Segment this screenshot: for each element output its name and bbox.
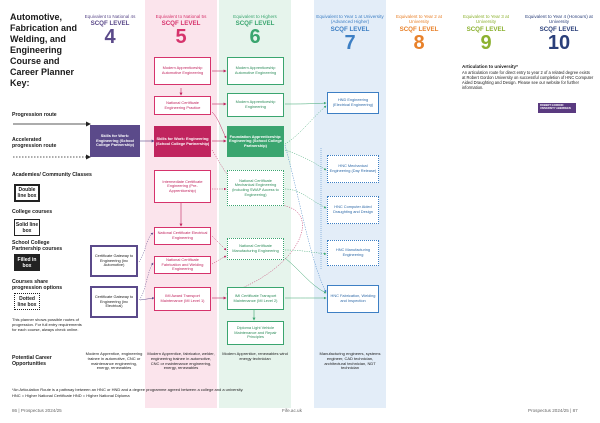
node-modern-apprenticeship-automotive-5: Modern Apprenticeship Automotive Enginee… <box>154 57 211 85</box>
footnote-abbreviations: HNC = Higher National Certificate HND = … <box>12 393 130 398</box>
node-certificate-gateway-automotive: Certificate Gateway to Engineering (inc … <box>90 245 138 277</box>
key-dotted-box: Dotted line box <box>14 293 40 310</box>
key-college-label: College courses <box>12 209 53 215</box>
node-nc-manufacturing-engineering: National Certificate Manufacturing Engin… <box>227 238 284 260</box>
column-header-8: Equivalent to Year 2 at University SCQF … <box>396 14 442 54</box>
column-header-10: Equivalent to Year 4 (Honours) at Univer… <box>525 14 593 54</box>
node-modern-apprenticeship-automotive-6: Modern Apprenticeship Automotive Enginee… <box>227 57 284 85</box>
column-header-4: Equivalent to National 4s SCQF LEVEL 4 <box>84 14 136 49</box>
node-hnc-mechanical-engineering: HNC Mechanical Engineering (Day Release) <box>327 155 379 183</box>
key-scp-label: School College Partnership courses <box>12 240 63 253</box>
career-level-6: Modern Apprentice, renewables wind energ… <box>222 351 288 361</box>
node-hnc-manufacturing-engineering: HNC Manufacturing Engineering <box>327 240 379 266</box>
page-footer-left: 86 | Prospectus 2024/25 <box>12 408 62 413</box>
career-level-4: Modern Apprentice, engineering trainee i… <box>85 351 143 371</box>
articulation-heading: Articulation to university* <box>462 64 518 69</box>
node-hnc-fabrication-welding-inspection: HNC Fabrication, Welding and Inspection <box>327 285 379 313</box>
node-nc-electrical-engineering: National Certificate Electrical Engineer… <box>154 227 211 245</box>
key-academies-label: Academies/ Community Classes <box>12 172 92 178</box>
key-accelerated-arrow <box>13 154 91 160</box>
planner-title: Automotive, Fabrication and Welding, and… <box>10 12 78 88</box>
key-progression-label: Progression route <box>12 112 57 118</box>
node-nc-engineering-practice: National Certificate Engineering Practic… <box>154 96 211 115</box>
planner-note: This planner shows possible routes of pr… <box>12 317 82 332</box>
articulation-panel: Articulation to university* An articulat… <box>462 64 594 90</box>
page-footer-center[interactable]: Fife.ac.uk <box>282 408 302 413</box>
node-hnd-engineering-electrical: HND Engineering (Electrical Engineering) <box>327 92 379 114</box>
key-accelerated-label: Accelerated progression route <box>12 137 57 150</box>
column-header-6: Equivalent to Highers SCQF LEVEL 6 <box>233 14 277 49</box>
node-diploma-light-vehicle: Diploma Light Vehicle Maintenance and Re… <box>227 321 284 345</box>
key-progression-arrow <box>13 121 91 127</box>
node-intermediate-certificate-engineering: Intermediate Certificate Engineering (Pr… <box>154 170 211 203</box>
key-double-box: Double line box <box>14 184 40 202</box>
footnote-articulation: *An Articulation Route is a pathway betw… <box>12 387 244 392</box>
node-modern-apprenticeship-engineering-6: Modern Apprenticeship Engineering <box>227 93 284 117</box>
node-imi-award-transport-maintenance: IMI Award Transport Maintenance (MI Leve… <box>154 287 211 311</box>
articulation-body: An articulation route for direct entry t… <box>462 70 594 90</box>
key-shared-label: Courses share progression options <box>12 279 63 292</box>
key-solid-box: Solid line box <box>14 219 40 236</box>
career-opportunities-label: Potential Career Opportunities <box>12 355 52 368</box>
node-skills-for-work-engineering-5: Skills for Work: Engineering (School Col… <box>154 126 211 157</box>
node-imi-certificate-transport-maintenance: IMI Certificate Transport Maintenance (M… <box>227 287 284 310</box>
node-certificate-gateway-electrical: Certificate Gateway to Engineering (inc … <box>90 286 138 318</box>
column-header-5: Equivalent to National 5s SCQF LEVEL 5 <box>155 14 207 49</box>
key-filled-box: Filled in box <box>14 254 40 271</box>
column-header-9: Equivalent to Year 3 at University SCQF … <box>463 14 509 54</box>
career-level-7: Manufacturing engineers, systems enginee… <box>319 351 381 371</box>
node-foundation-apprenticeship-engineering: Foundation Apprenticeship: Engineering (… <box>227 126 284 157</box>
robert-gordon-logo: ROBERT GORDON UNIVERSITY ABERDEEN <box>538 103 576 113</box>
career-level-5: Modern Apprentice, fabricator, welder, e… <box>147 351 215 371</box>
node-nc-mechanical-engineering: National Certificate Mechanical Engineer… <box>227 170 284 206</box>
column-header-7: Equivalent to Year 1 at University (Adva… <box>316 14 384 54</box>
node-hnc-computer-aided-draughting: HNC Computer Aided Draughting and Design <box>327 196 379 224</box>
node-skills-for-work-engineering-4: Skills for Work: Engineering (School Col… <box>90 125 140 157</box>
page-footer-right: Prospectus 2024/25 | 87 <box>528 408 578 413</box>
node-nc-fabrication-welding: National Certificate Fabrication and Wel… <box>154 256 211 274</box>
